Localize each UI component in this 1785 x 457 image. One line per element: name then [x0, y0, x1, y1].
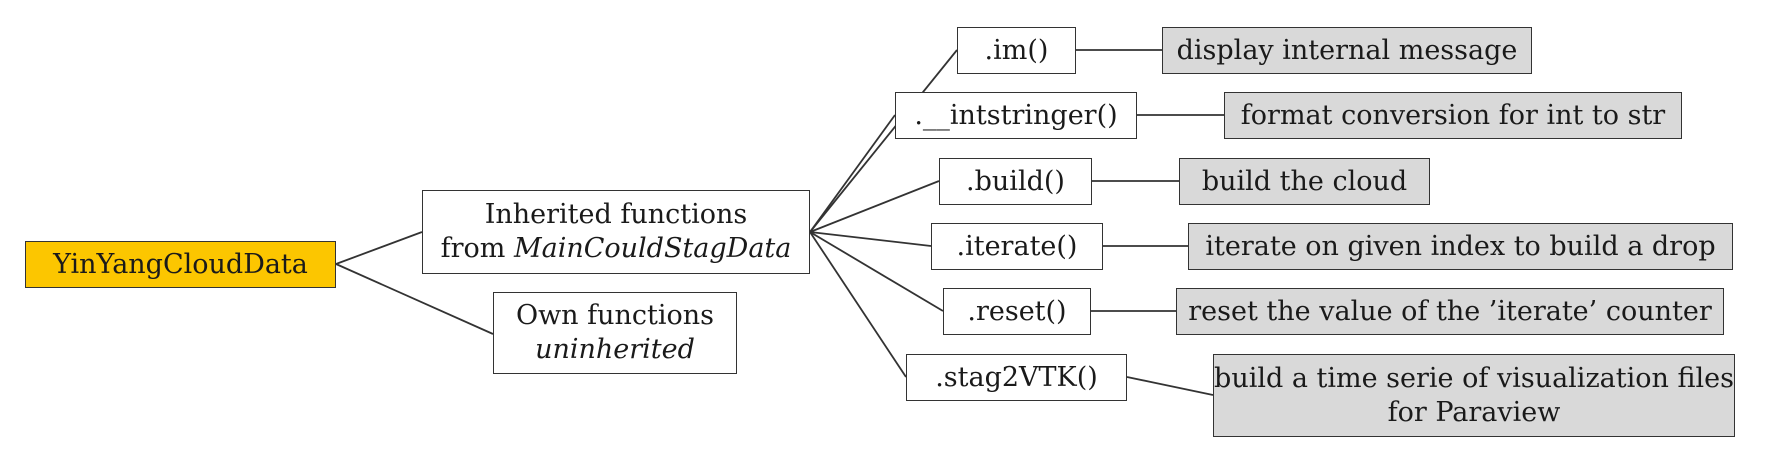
- inherited-functions-node: Inherited functions from MainCouldStagDa…: [422, 190, 810, 274]
- desc-text: reset the value of the ’iterate’ counter: [1188, 295, 1712, 327]
- method-label: .build(): [966, 165, 1065, 197]
- desc-iterate: iterate on given index to build a drop: [1188, 223, 1733, 270]
- inherited-title: Inherited functions: [484, 199, 748, 231]
- own-title: Own functions: [515, 300, 715, 332]
- own-subtitle: uninherited: [535, 334, 695, 365]
- method-reset: .reset(): [943, 288, 1091, 335]
- method-label: .iterate(): [956, 230, 1078, 262]
- method-iterate: .iterate(): [931, 223, 1103, 270]
- edge-root-inherited: [335, 231, 423, 265]
- method-label: .reset(): [967, 295, 1067, 327]
- desc-build: build the cloud: [1179, 158, 1430, 205]
- desc-text-line2: for Paraview: [1387, 396, 1561, 428]
- desc-text-line1: build a time serie of visualization file…: [1214, 362, 1734, 394]
- method-label: .stag2VTK(): [935, 361, 1098, 393]
- edge-inherited-im: [809, 49, 958, 233]
- edge-inherited-intstringer: [809, 114, 896, 233]
- inherited-subtitle-prefix: from: [440, 233, 514, 264]
- method-intstringer: .__intstringer(): [895, 92, 1137, 139]
- edge-inherited-iterate: [809, 231, 932, 247]
- desc-reset: reset the value of the ’iterate’ counter: [1176, 288, 1724, 335]
- desc-text: display internal message: [1176, 34, 1518, 66]
- edge-inherited-build: [809, 180, 940, 233]
- root-node: YinYangCloudData: [25, 241, 336, 288]
- desc-intstringer: format conversion for int to str: [1224, 92, 1682, 139]
- edge-root-own: [335, 263, 494, 335]
- method-build: .build(): [939, 158, 1092, 205]
- own-functions-node: Own functions uninherited: [493, 292, 737, 374]
- desc-text: iterate on given index to build a drop: [1205, 230, 1716, 262]
- root-label: YinYangCloudData: [53, 248, 308, 280]
- edge-inherited-reset: [809, 231, 944, 312]
- method-label: .__intstringer(): [914, 99, 1118, 131]
- desc-im: display internal message: [1162, 27, 1532, 74]
- inherited-subtitle: from MainCouldStagData: [441, 232, 792, 266]
- desc-text: format conversion for int to str: [1240, 99, 1666, 131]
- edge-stag2vtk-desc: [1126, 376, 1214, 396]
- desc-text: build the cloud: [1201, 165, 1408, 197]
- method-stag2vtk: .stag2VTK(): [906, 354, 1127, 401]
- method-label: .im(): [984, 34, 1049, 66]
- inherited-subtitle-class: MainCouldStagData: [513, 233, 792, 264]
- edge-inherited-stag2vtk: [809, 231, 907, 378]
- method-im: .im(): [957, 27, 1076, 74]
- desc-stag2vtk: build a time serie of visualization file…: [1213, 354, 1735, 437]
